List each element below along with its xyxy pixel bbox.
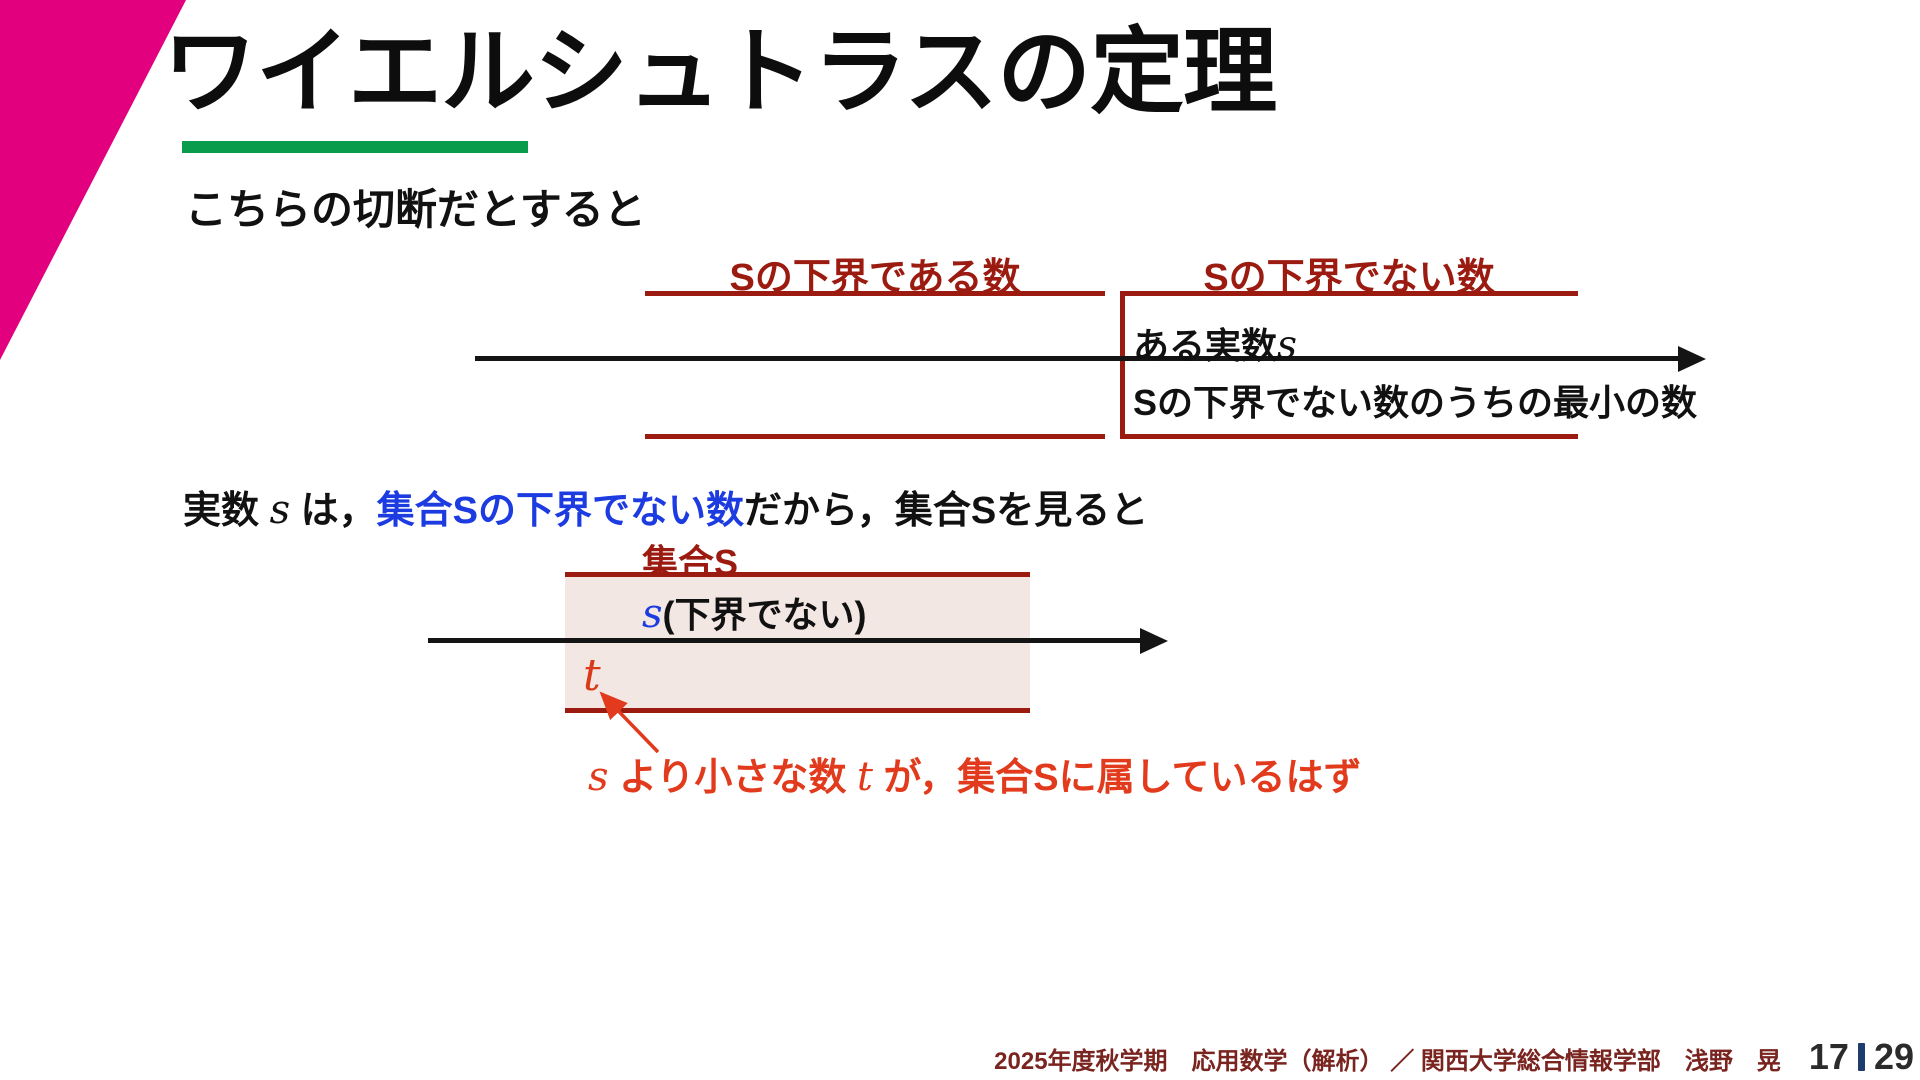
variable-s: s: [269, 487, 291, 533]
footer-course-text: 2025年度秋学期 応用数学（解析） ／ 関西大学総合情報学部 浅野 晃: [994, 1048, 1781, 1075]
page-total: 29: [1873, 1036, 1914, 1077]
lower-bound-underline: [645, 434, 1105, 439]
annotation-tail: が，集合Sに属しているはず: [872, 757, 1362, 799]
s-not-lower-bound-note: s(下界でない): [642, 586, 867, 638]
title-underline: [182, 141, 528, 153]
sentence-part3: だから，集合Sを見ると: [744, 490, 1149, 532]
annotation-text: s より小さな数 t が，集合Sに属しているはず: [588, 746, 1361, 801]
variable-s: s: [1277, 323, 1298, 368]
footer: 2025年度秋学期 応用数学（解析） ／ 関西大学総合情報学部 浅野 晃 17 …: [0, 1036, 1914, 1078]
s-note-text: (下界でない): [662, 594, 867, 635]
annotation-arrow-icon: [599, 691, 660, 754]
number-line-1: [475, 356, 1680, 361]
variable-t: t: [856, 754, 873, 800]
number-line-1-arrowhead-icon: [1678, 346, 1706, 372]
blue-highlight-phrase: 集合Sの下界でない数: [376, 490, 745, 532]
variable-t: t: [583, 650, 601, 701]
number-line-2: [428, 638, 1142, 643]
min-not-lower-bound-text: Sの下界でない数のうちの最小の数: [1133, 382, 1698, 423]
lower-bound-overline: [645, 291, 1105, 296]
page-current: 17: [1808, 1036, 1849, 1077]
slide-subtitle: こちらの切断だとすると: [185, 186, 646, 233]
slide-title: ワイエルシュトラスの定理: [163, 19, 1277, 124]
annotation-mid: より小さな数: [608, 757, 857, 799]
sentence-part1: 実数: [183, 490, 270, 532]
page-separator-bar: [1857, 1043, 1865, 1071]
not-lower-bound-bracket: [1120, 291, 1578, 439]
variable-s: s: [642, 591, 663, 637]
some-real-prefix: ある実数: [1133, 325, 1278, 366]
corner-accent-triangle: [0, 0, 186, 360]
label-not-lower-bound-numbers: Sの下界でない数: [1203, 257, 1495, 299]
variable-s: s: [588, 754, 609, 800]
number-line-2-arrowhead-icon: [1140, 628, 1168, 654]
page-indicator: 17 29: [1809, 1036, 1914, 1078]
statement-sentence: 実数 s は，集合Sの下界でない数だから，集合Sを見ると: [183, 479, 1148, 534]
some-real-number-text: ある実数s: [1133, 317, 1297, 369]
sentence-part2: は，: [290, 490, 377, 532]
